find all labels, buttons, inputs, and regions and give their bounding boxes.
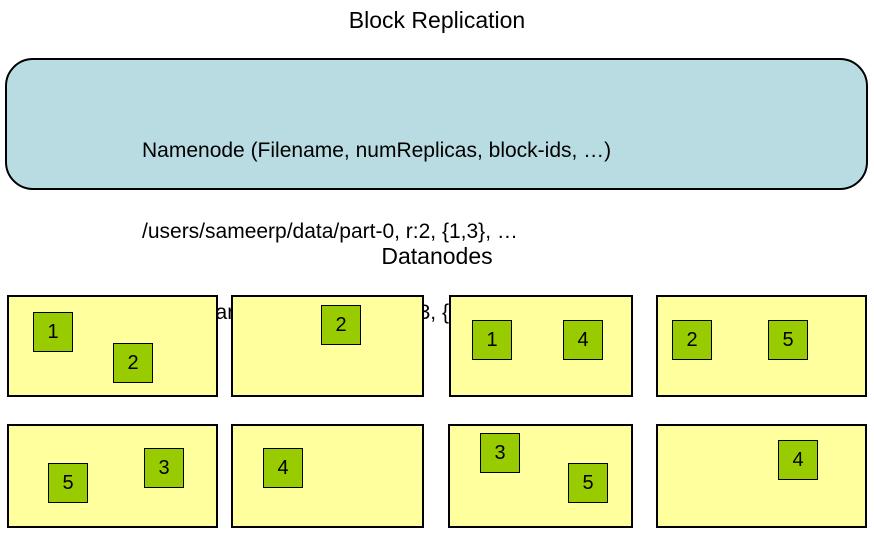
- block-square: 5: [48, 463, 88, 503]
- block-square: 4: [778, 440, 818, 480]
- datanode-box-2: 2: [231, 295, 424, 397]
- namenode-box: Namenode (Filename, numReplicas, block-i…: [5, 58, 868, 324]
- block-square: 2: [321, 305, 361, 345]
- datanode-box-8: 4: [656, 424, 867, 528]
- block-square: 2: [113, 343, 153, 383]
- datanodes-heading: Datanodes: [381, 243, 493, 269]
- block-square: 3: [480, 433, 520, 473]
- datanode-box-1: 1 2: [7, 295, 218, 397]
- block-square: 3: [144, 448, 184, 488]
- page-title: Block Replication: [348, 7, 526, 33]
- block-square: 1: [472, 320, 512, 360]
- datanode-box-7: 3 5: [448, 424, 633, 528]
- namenode-header-line: Namenode (Filename, numReplicas, block-i…: [142, 139, 612, 162]
- block-square: 4: [263, 448, 303, 488]
- datanode-box-4: 2 5: [656, 295, 867, 397]
- datanode-box-5: 5 3: [7, 424, 218, 528]
- block-square: 2: [672, 320, 712, 360]
- block-square: 1: [33, 312, 73, 352]
- block-square: 5: [768, 320, 808, 360]
- block-square: 5: [568, 463, 608, 503]
- namenode-entry-part0: /users/sameerp/data/part-0, r:2, {1,3}, …: [142, 220, 518, 243]
- datanode-box-3: 1 4: [449, 295, 633, 397]
- datanode-box-6: 4: [231, 424, 424, 528]
- block-square: 4: [563, 320, 603, 360]
